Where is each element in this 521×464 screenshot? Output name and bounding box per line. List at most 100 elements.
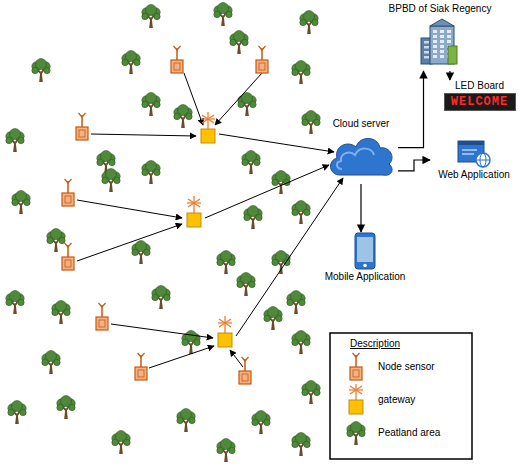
node-label: Cloud server bbox=[333, 118, 390, 130]
connector-arrow bbox=[449, 71, 450, 80]
peatland-trees bbox=[6, 3, 320, 462]
tree-icon bbox=[112, 431, 130, 454]
tree-icon bbox=[52, 301, 70, 324]
legend-row: gateway bbox=[344, 383, 468, 416]
cloud-icon-part bbox=[337, 149, 374, 169]
node-label: Web Application bbox=[438, 169, 510, 181]
web-app-icon-part bbox=[476, 160, 490, 161]
building-icon-part bbox=[424, 41, 429, 44]
web-app-icon-part bbox=[458, 141, 484, 145]
mobile-application: Mobile Application bbox=[310, 232, 420, 292]
legend-symbol bbox=[349, 384, 363, 414]
building-icon-part bbox=[440, 50, 444, 53]
building-icon-part bbox=[447, 35, 451, 38]
tree-icon bbox=[217, 439, 235, 462]
tree-icon bbox=[142, 161, 160, 184]
tree-icon bbox=[32, 59, 50, 82]
gateway-node bbox=[218, 316, 232, 347]
tree-icon bbox=[230, 31, 248, 54]
building-icon-part bbox=[433, 55, 437, 58]
tree-icon bbox=[252, 411, 270, 434]
radio-links bbox=[77, 73, 343, 368]
tree-icon bbox=[47, 229, 65, 252]
link-arrow bbox=[236, 178, 343, 336]
node-label: Mobile Application bbox=[325, 271, 406, 283]
building-icon-part bbox=[433, 50, 437, 53]
building-icon-part bbox=[440, 45, 444, 48]
tree-icon bbox=[57, 396, 75, 419]
sensor-node bbox=[76, 113, 88, 140]
legend-title: Description bbox=[350, 337, 468, 350]
tree-icon bbox=[287, 291, 305, 314]
building-icon-part bbox=[440, 30, 444, 33]
cloud-icon-part bbox=[331, 138, 393, 175]
legend-text: Peatland area bbox=[378, 427, 440, 439]
building-icon-part bbox=[424, 46, 429, 49]
building-icon-part bbox=[433, 45, 437, 48]
tree-icon bbox=[174, 105, 192, 128]
link-arrow bbox=[111, 324, 213, 338]
led-message: WELCOME bbox=[451, 95, 508, 109]
building-icon-part bbox=[430, 19, 454, 26]
connector-arrow bbox=[398, 71, 424, 148]
tree-icon bbox=[142, 5, 160, 28]
tree-icon bbox=[292, 61, 310, 84]
agency-building: BPBD of Siak Regency bbox=[385, 3, 495, 71]
building-icon-part bbox=[440, 35, 444, 38]
building-icon-part bbox=[424, 51, 429, 54]
building-icon-part bbox=[433, 35, 437, 38]
tree-icon bbox=[272, 171, 290, 194]
link-arrow bbox=[77, 224, 182, 261]
link-arrow bbox=[215, 73, 262, 125]
gateway-node bbox=[201, 112, 215, 143]
link-arrow bbox=[205, 165, 329, 218]
tree-icon bbox=[152, 286, 170, 309]
building-icon-part bbox=[448, 46, 457, 64]
web-application: Web Application bbox=[430, 140, 518, 190]
legend-symbol bbox=[350, 353, 362, 380]
cloud-icon bbox=[326, 131, 396, 177]
tree-icon bbox=[122, 51, 140, 74]
tree-icon bbox=[292, 331, 310, 354]
tree-icon bbox=[237, 273, 255, 296]
building-icon-part bbox=[440, 40, 444, 43]
building-icon-part bbox=[447, 30, 451, 33]
led-panel: WELCOME bbox=[444, 93, 516, 111]
link-arrow bbox=[219, 134, 334, 152]
tree-icon bbox=[142, 93, 160, 116]
node-label: BPBD of Siak Regency bbox=[389, 3, 492, 15]
legend-sample bbox=[344, 417, 368, 449]
field-devices bbox=[62, 46, 268, 384]
web-app-icon-part bbox=[476, 153, 490, 167]
connector-arrow bbox=[360, 184, 361, 232]
sensor-node bbox=[62, 179, 74, 206]
tree-icon bbox=[292, 433, 310, 456]
tree-icon bbox=[177, 409, 195, 432]
connector-arrow bbox=[398, 160, 430, 171]
building-icon-part bbox=[433, 40, 437, 43]
sensor-node bbox=[62, 243, 74, 270]
node-label: LED Board bbox=[455, 80, 504, 92]
tree-icon bbox=[292, 201, 310, 224]
tree-icon bbox=[302, 381, 320, 404]
sensor-node bbox=[135, 353, 147, 380]
web-app-icon bbox=[457, 140, 491, 168]
tree-icon bbox=[244, 206, 262, 229]
link-arrow bbox=[230, 350, 243, 367]
tree-icon bbox=[42, 351, 60, 374]
legend-symbol bbox=[347, 421, 365, 444]
tree-icon bbox=[6, 291, 24, 314]
tree-icon bbox=[264, 307, 282, 330]
web-app-icon-part bbox=[462, 150, 477, 151]
sensor-node bbox=[171, 46, 183, 73]
legend-row: Peatland area bbox=[344, 416, 468, 449]
building-icon bbox=[418, 16, 462, 66]
legend-sample bbox=[344, 384, 368, 416]
legend-row: Node sensor bbox=[344, 350, 468, 383]
legend-box bbox=[330, 333, 472, 459]
phone-icon-part bbox=[357, 237, 373, 262]
phone-icon bbox=[354, 232, 376, 270]
tree-icon bbox=[132, 241, 150, 264]
